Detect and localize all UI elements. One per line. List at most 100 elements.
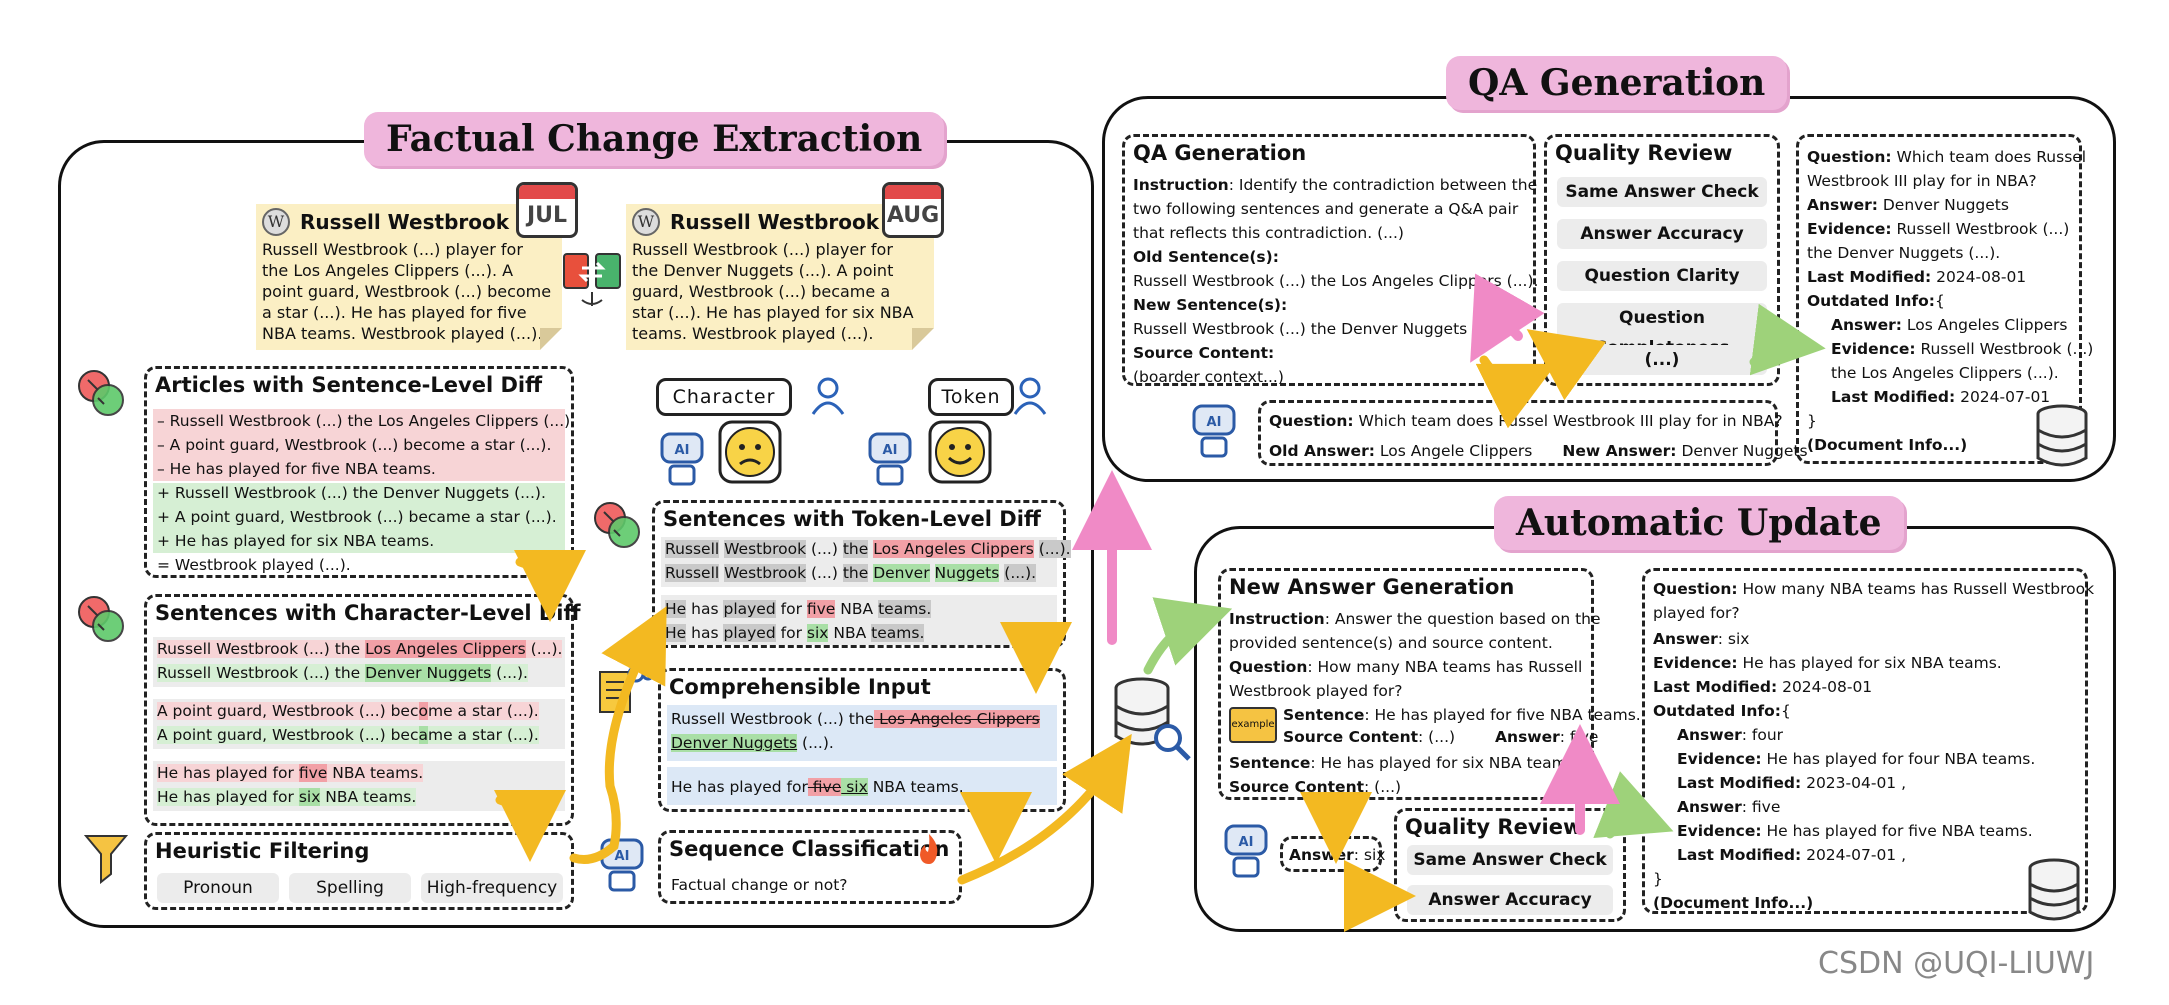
robot-icon: AI [1192,404,1236,458]
doc-line: played for? [1653,604,1740,622]
example-content: Source Content: (...)Answer: five [1283,728,1599,746]
doc-line: } [1807,412,1817,430]
comprehensible-line: Russell Westbrook (...) the Los Angeles … [671,710,1040,728]
document-glasses-icon [599,665,654,713]
qa-gen-line: Russell Westbrook (...) the Denver Nugge… [1133,320,1504,338]
qa-title: QA Generation [1446,56,1788,110]
new-answer-line: provided sentence(s) and source content. [1229,634,1553,652]
check-chip: Question Clarity [1557,261,1767,291]
doc-line: Question: How many NBA teams has Russell… [1653,580,2095,598]
doc-line: Answer: four [1677,726,1784,744]
sad-face-icon [718,420,782,484]
wiki-line: star (...). He has played for six NBA [632,303,914,322]
box-title: Quality Review [1405,815,1583,839]
qa-gen-line: Russell Westbrook (...) the Los Angeles … [1133,272,1539,290]
doc-line: Evidence: He has played for five NBA tea… [1677,822,2033,840]
qa-document-box: Question: Which team does Russel Westbro… [1796,134,2093,464]
doc-line: Last Modified: 2024-07-01 [1831,388,2051,406]
filter-chip-high-frequency: High-frequency [421,873,563,903]
robot-icon: AI [868,432,912,486]
comprehensible-input-box: Comprehensible Input Russell Westbrook (… [658,668,1066,812]
box-title: Comprehensible Input [669,675,931,699]
svg-text:AI: AI [1207,415,1222,430]
check-chip: Same Answer Check [1407,845,1613,875]
wiki-title-new: Russell Westbrook [670,210,880,234]
diff-line: – Russell Westbrook (...) the Los Angele… [157,412,576,430]
qa-gen-line: Source Content: [1133,344,1275,362]
quality-review-qa-box: Quality Review Same Answer Check Answer … [1544,134,1780,386]
robot-icon: AI [1224,824,1268,878]
check-chip: Same Answer Check [1557,177,1767,207]
doc-line: Evidence: He has played for four NBA tea… [1677,750,2036,768]
qa-gen-line: Old Sentence(s): [1133,248,1279,266]
wikipedia-icon: W [632,208,660,236]
filter-icon [84,835,128,884]
diff-venn-icon [78,370,124,416]
sequence-classification-box: Sequence Classification Factual change o… [658,830,962,904]
wiki-line: Russell Westbrook (...) player for [632,240,893,259]
fire-icon [920,834,938,864]
au-document-box: Question: How many NBA teams has Russell… [1642,568,2094,914]
box-title: QA Generation [1133,141,1307,165]
qa-gen-line: New Sentence(s): [1133,296,1288,314]
doc-line: Outdated Info:{ [1653,702,1791,720]
char-diff-line: He has played for six NBA teams. [157,788,417,806]
char-diff-line: A point guard, Westbrook (...) become a … [157,702,539,720]
token-diff-line: Russell Westbrook (...) the Los Angeles … [665,540,1071,558]
box-title: Quality Review [1555,141,1733,165]
box-title: Sentences with Character-Level Diff [155,601,581,625]
wiki-line: guard, Westbrook (...) became a [632,282,891,301]
wiki-line: Russell Westbrook (...) player for [262,240,523,259]
doc-line: Evidence: Russell Westbrook (...) [1831,340,2094,358]
new-answer-line: Question: How many NBA teams has Russell [1229,658,1583,676]
robot-icon: AI [660,432,704,486]
token-diff-line: Russell Westbrook (...) the Denver Nugge… [665,564,1037,582]
filter-chip-spelling: Spelling [289,873,411,903]
wiki-line: point guard, Westbrook (...) become [262,282,552,301]
qa-result-question: Question: Which team does Russel Westbro… [1269,412,1783,430]
char-diff-line: Russell Westbrook (...) the Los Angeles … [157,640,563,658]
doc-line: Evidence: Russell Westbrook (...) [1807,220,2070,238]
comprehensible-line: Denver Nuggets (...). [671,734,834,752]
example-sentence: Sentence: He has played for five NBA tea… [1283,706,1641,724]
box-title: Sentences with Token-Level Diff [663,507,1041,531]
doc-line: Answer: Denver Nuggets [1807,196,2009,214]
new-answer-line: Sentence: He has played for six NBA team… [1229,754,1580,772]
compare-icon [563,253,621,306]
doc-line: Last Modified: 2023-04-01 , [1677,774,1907,792]
seqclass-text: Factual change or not? [671,876,848,894]
au-answer: Answer: six [1289,846,1386,864]
box-title: Heuristic Filtering [155,839,370,863]
robot-icon: AI [600,838,644,892]
sentence-diff-box: Articles with Sentence-Level Diff – Russ… [144,366,576,578]
database-search-icon [1114,677,1191,761]
doc-line: Westbrook III play for in NBA? [1807,172,2037,190]
user-icon [1013,377,1047,415]
heuristic-box: Heuristic Filtering Pronoun Spelling Hig… [144,832,574,910]
doc-line: Answer: six [1653,630,1750,648]
box-title: Sequence Classification [669,837,950,861]
doc-line: Last Modified: 2024-08-01 [1653,678,1873,696]
au-answer-box: Answer: six [1280,836,1386,872]
diff-line: – A point guard, Westbrook (...) become … [157,436,552,454]
doc-line: the Los Angeles Clippers (...). [1831,364,2059,382]
comprehensible-line: He has played for five six NBA teams. [671,778,964,796]
character-label: Character [656,378,792,416]
watermark: CSDN @UQI-LIUWJ [1818,946,2095,981]
new-answer-line: Source Content: (...) [1229,778,1402,796]
doc-line: Last Modified: 2024-08-01 [1807,268,2027,286]
new-answer-box: New Answer Generation Instruction: Answe… [1218,568,1641,800]
doc-line: Outdated Info:{ [1807,292,1945,310]
doc-line: (Document Info...) [1653,894,1814,912]
doc-line: Answer: five [1677,798,1781,816]
char-diff-line: A point guard, Westbrook (...) became a … [157,726,539,744]
diff-line: = Westbrook played (...). [157,556,351,574]
diff-line: + A point guard, Westbrook (...) became … [157,508,557,526]
doc-line: Answer: Los Angeles Clippers [1831,316,2068,334]
qa-gen-line: (boarder context...) [1133,368,1284,386]
diff-venn-icon [78,596,124,642]
diff-line: – He has played for five NBA teams. [157,460,436,478]
qa-gen-line: that reflects this contradiction. (...) [1133,224,1404,242]
char-diff-line: He has played for five NBA teams. [157,764,424,782]
